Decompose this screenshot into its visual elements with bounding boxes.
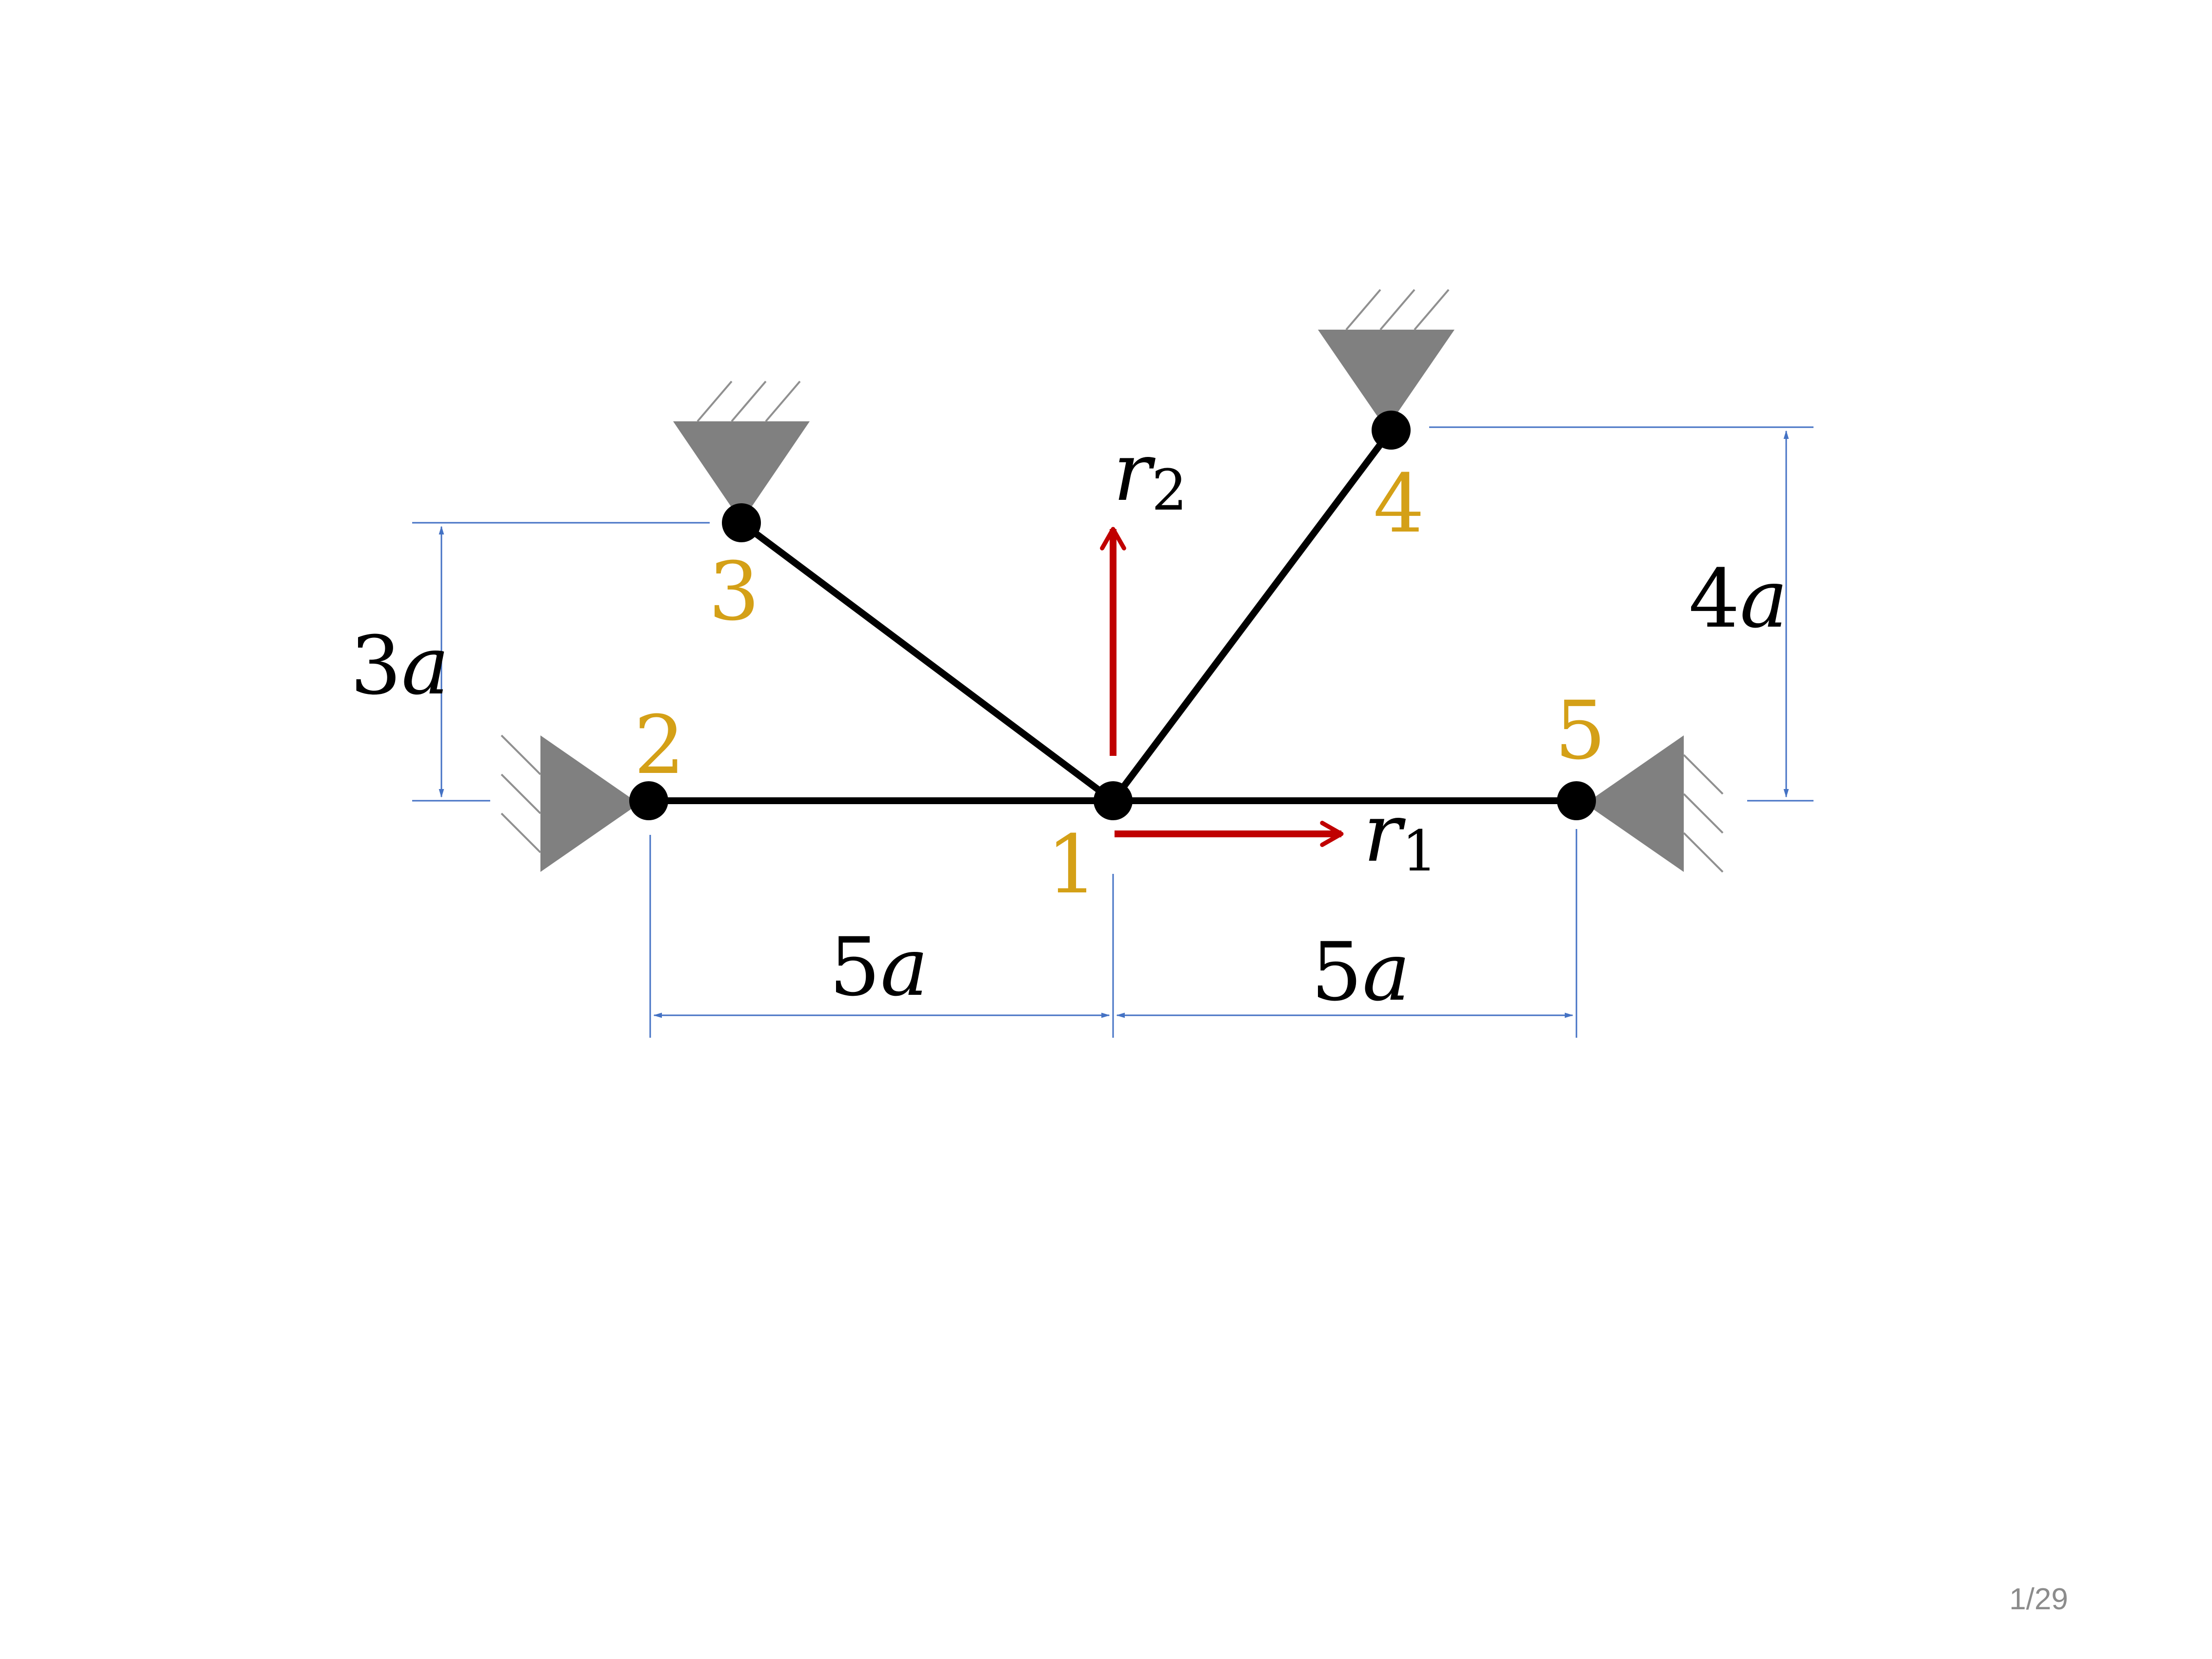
nodes: [629, 411, 1596, 820]
support-node-4: [1318, 289, 1455, 429]
hatch-icon: [500, 734, 541, 853]
member-4-1: [1110, 427, 1395, 804]
members: [645, 427, 1580, 804]
pin-support-icon: [673, 421, 810, 522]
node-4: [1372, 411, 1411, 450]
node-1: [1094, 781, 1133, 820]
node-labels: 1 2 3 4 5: [634, 457, 1606, 911]
node-label-3: 3: [709, 545, 760, 638]
member-3-1: [738, 519, 1116, 804]
dimension-label-4a: 4a: [1689, 552, 1788, 646]
node-3: [722, 503, 761, 542]
dof-label-r1: r1: [1363, 786, 1437, 884]
node-2: [629, 781, 668, 820]
hatch-icon: [697, 380, 801, 422]
dof-r2: r2: [1100, 425, 1187, 756]
dof-label-r2: r2: [1113, 425, 1187, 523]
node-label-1: 1: [1047, 818, 1098, 911]
support-node-3: [673, 380, 810, 522]
node-label-5: 5: [1555, 684, 1606, 777]
dof-r1: r1: [1115, 786, 1437, 884]
hatch-icon: [1683, 754, 1724, 873]
pin-support-icon: [540, 735, 639, 872]
support-node-2: [500, 734, 639, 872]
node-5: [1557, 781, 1596, 820]
dimension-5a-left: [649, 835, 1114, 1038]
dimension-3a: [412, 522, 710, 802]
dimension-5a-right: [1116, 829, 1577, 1038]
support-node-5: [1585, 735, 1724, 873]
pin-support-icon: [1585, 735, 1684, 872]
node-label-4: 4: [1374, 457, 1425, 551]
node-label-2: 2: [634, 698, 685, 792]
page-number: 1/29: [2009, 1582, 2068, 1616]
dimension-label-3a: 3a: [350, 619, 449, 712]
hatch-icon: [1345, 289, 1450, 331]
pin-support-icon: [1318, 330, 1455, 429]
dimension-label-5a-right: 5a: [1311, 925, 1410, 1019]
dimension-4a: [1429, 426, 1813, 802]
dimension-label-5a-left: 5a: [829, 920, 928, 1014]
